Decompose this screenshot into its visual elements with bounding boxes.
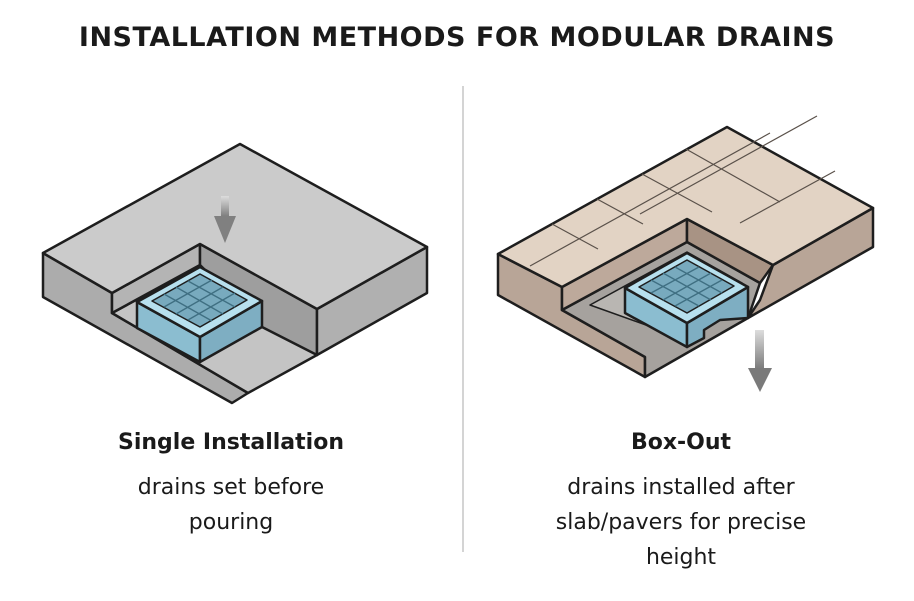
box-out-description: drains installed after slab/pavers for p… <box>511 470 851 575</box>
description-line: slab/pavers for precise <box>555 510 807 535</box>
description-line: drains set before <box>137 475 325 500</box>
down-arrow-icon <box>748 330 772 392</box>
divider <box>462 86 464 552</box>
paver-joints <box>529 115 836 267</box>
slab-top <box>41 142 429 311</box>
diagram-title: INSTALLATION METHODS FOR MODULAR DRAINS <box>78 22 836 53</box>
description-line: height <box>645 545 717 570</box>
single-installation-heading: Single Installation <box>118 430 344 455</box>
single-installation-illustration <box>41 142 429 405</box>
drain-module <box>623 251 750 349</box>
single-installation-description: drains set before pouring <box>71 470 391 540</box>
box-out-illustration <box>496 115 875 392</box>
drain-module <box>135 265 264 364</box>
down-arrow-icon <box>214 196 236 243</box>
description-line: pouring <box>188 510 274 535</box>
description-line: drains installed after <box>567 475 795 500</box>
paver-top <box>496 125 875 289</box>
box-out-heading: Box-Out <box>630 430 732 455</box>
